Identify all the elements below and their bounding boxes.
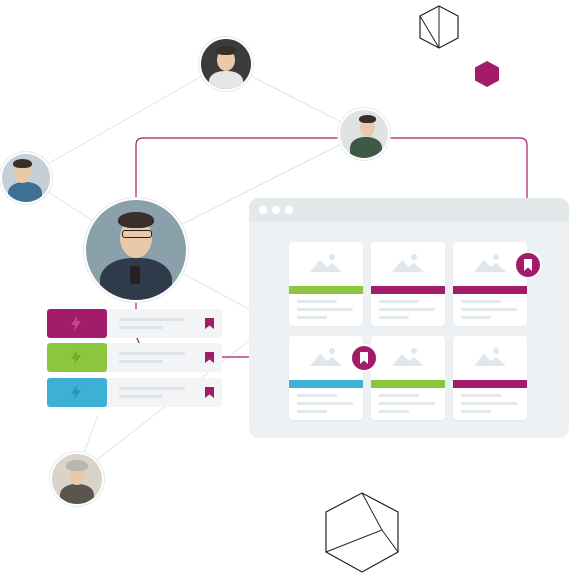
- bookmark-icon[interactable]: [205, 318, 214, 329]
- image-placeholder-icon: [392, 348, 424, 366]
- card-text-line: [297, 402, 353, 405]
- bookmark-icon[interactable]: [205, 352, 214, 363]
- card-text-line: [379, 394, 419, 397]
- card-text-line: [461, 410, 491, 413]
- lightning-bolt-icon: [71, 385, 81, 400]
- content-card[interactable]: [289, 242, 363, 326]
- avatar-woman-gray-hair[interactable]: [50, 452, 104, 506]
- hexagon-outline-icon: [325, 492, 399, 573]
- card-text-line: [379, 308, 435, 311]
- card-text-line: [297, 316, 327, 319]
- category-tag: [47, 309, 107, 338]
- category-tag: [47, 343, 107, 372]
- card-text-line: [461, 394, 501, 397]
- card-text-line: [297, 410, 327, 413]
- window-dot-icon[interactable]: [285, 206, 293, 214]
- image-placeholder-icon: [474, 254, 506, 272]
- image-placeholder-icon: [392, 254, 424, 272]
- card-text-line: [379, 300, 419, 303]
- content-card[interactable]: [289, 336, 363, 420]
- window-dot-icon[interactable]: [272, 206, 280, 214]
- category-tag: [47, 378, 107, 407]
- row-text-line: [119, 387, 185, 390]
- card-category-stripe: [371, 380, 445, 388]
- bookmark-icon: [360, 352, 368, 364]
- card-category-stripe: [289, 380, 363, 388]
- card-category-stripe: [453, 286, 527, 294]
- hexagon-outline-icon: [419, 5, 459, 49]
- image-placeholder-icon: [310, 348, 342, 366]
- lightning-bolt-icon: [71, 350, 81, 365]
- row-text-line: [119, 395, 163, 398]
- avatar-man-tablet[interactable]: [338, 108, 390, 160]
- window-title-bar: [249, 198, 569, 222]
- card-text-line: [461, 300, 501, 303]
- card-text-line: [379, 402, 435, 405]
- card-text-line: [297, 308, 353, 311]
- list-item[interactable]: [47, 378, 222, 407]
- card-text-line: [297, 394, 337, 397]
- list-item[interactable]: [47, 309, 222, 338]
- bookmark-icon[interactable]: [205, 387, 214, 398]
- card-text-line: [461, 316, 491, 319]
- card-category-stripe: [453, 380, 527, 388]
- bookmark-badge[interactable]: [514, 251, 542, 279]
- window-dot-icon[interactable]: [259, 206, 267, 214]
- content-card[interactable]: [453, 336, 527, 420]
- row-text-line: [119, 326, 163, 329]
- card-category-stripe: [289, 286, 363, 294]
- card-text-line: [461, 308, 517, 311]
- content-card[interactable]: [371, 336, 445, 420]
- bookmark-icon: [524, 259, 532, 271]
- list-item[interactable]: [47, 343, 222, 372]
- card-text-line: [297, 300, 337, 303]
- card-text-line: [461, 402, 517, 405]
- hexagon-filled-icon: [475, 61, 499, 87]
- avatar-man-phone-left[interactable]: [0, 152, 52, 204]
- card-text-line: [379, 410, 409, 413]
- row-text-line: [119, 318, 185, 321]
- card-category-stripe: [371, 286, 445, 294]
- content-card[interactable]: [371, 242, 445, 326]
- row-text-line: [119, 360, 163, 363]
- avatar-man-glasses-phone[interactable]: [84, 198, 188, 302]
- image-placeholder-icon: [310, 254, 342, 272]
- bookmark-badge[interactable]: [350, 344, 378, 372]
- lightning-bolt-icon: [71, 316, 81, 331]
- avatar-man-beard[interactable]: [199, 37, 253, 91]
- card-text-line: [379, 316, 409, 319]
- row-text-line: [119, 352, 185, 355]
- image-placeholder-icon: [474, 348, 506, 366]
- content-card[interactable]: [453, 242, 527, 326]
